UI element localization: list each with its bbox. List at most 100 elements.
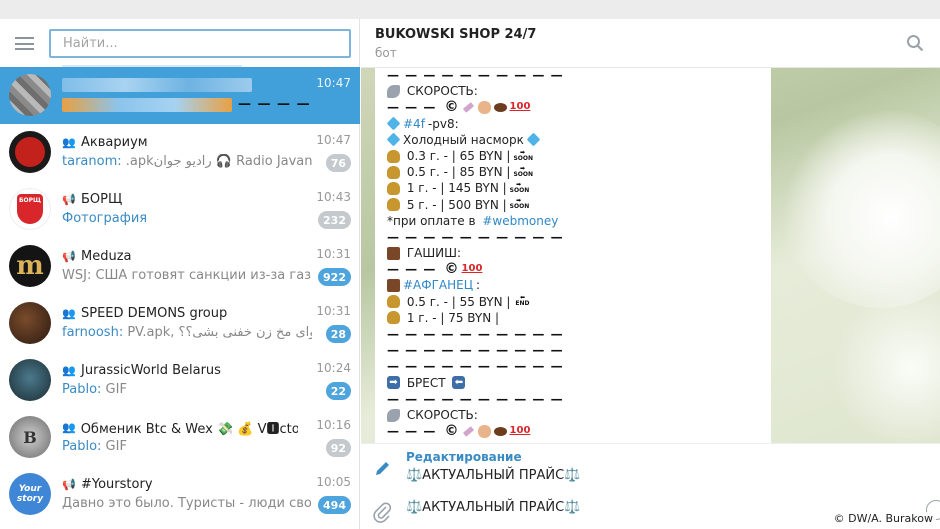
conversation-subtitle: бот <box>375 46 397 60</box>
unread-badge: 92 <box>325 439 351 457</box>
money-bag-icon <box>387 181 400 195</box>
message-line: — — — ©100 <box>387 261 767 277</box>
chat-time: 10:47 <box>316 76 351 90</box>
message-line: #АФГАНЕЦ: <box>387 277 767 293</box>
search-input[interactable] <box>49 29 351 58</box>
chat-preview: farnoosh: PV.apk, میخوای مخ زن خفنی بشی؟… <box>62 325 312 340</box>
group-icon: 👥 <box>62 420 76 434</box>
message-bubble[interactable]: — — — — — — — — — — СКОРОСТЬ:— — — ©100#… <box>375 68 771 443</box>
preview-text: PV.apk, میخوای مخ زن خفنی بشی؟؟ <box>127 325 312 340</box>
paperclip-icon[interactable] <box>372 501 392 523</box>
message-line: — — — — — — — — — — <box>387 326 767 342</box>
chat-time: 10:24 <box>316 361 351 375</box>
chat-title: 👥JurassicWorld Belarus <box>62 361 298 379</box>
chat-title: 📢БОРЩ <box>62 190 298 208</box>
gem-icon <box>386 132 401 147</box>
preview-sender: Фотография <box>62 211 148 226</box>
chat-title: 👥 SPEED DEMONS group <box>62 304 298 322</box>
edit-preview-text: ⚖️АКТУАЛЬНЫЙ ПРАЙС⚖️ <box>406 468 581 483</box>
photo-credit: © DW/A. Burakow <box>830 512 936 525</box>
separator-dashes: — — — — — — — — — — <box>387 359 564 374</box>
arrow-left-icon: ⬅ <box>452 376 466 390</box>
separator-dashes: — — — — — — — — — — <box>387 343 564 358</box>
message-line: 0.5 г. - | 85 BYN |➡ SOON <box>387 164 767 180</box>
end-arrow-icon: ⬅ END <box>515 294 530 308</box>
hamburger-menu-icon[interactable] <box>15 37 34 50</box>
message-text: — — — — — — — — — — СКОРОСТЬ:— — — ©100#… <box>386 68 767 439</box>
preview-sender: Pablo: <box>62 439 102 454</box>
message-line: — — — — — — — — — — <box>387 342 767 358</box>
blurred-title <box>62 78 252 92</box>
chat-preview: Pablo: GIF <box>62 439 312 454</box>
message-input[interactable]: ⚖️АКТУАЛЬНЫЙ ПРАЙС⚖️ <box>406 500 581 515</box>
soon-arrow-icon: ➡ SOON <box>509 197 530 211</box>
chat-title-text: SPEED DEMONS group <box>81 305 228 321</box>
message-line: СКОРОСТЬ: <box>387 407 767 423</box>
bean-icon <box>493 102 507 113</box>
hashtag-link[interactable]: #webmoney <box>482 213 559 228</box>
chat-time: 10:16 <box>316 418 351 432</box>
line-text: 1 г. - | 75 BYN | <box>403 310 500 325</box>
copyright-icon: © <box>444 99 459 116</box>
message-line: 1 г. - | 75 BYN | <box>387 310 767 326</box>
line-text: : <box>476 278 481 293</box>
avatar: Your story <box>9 473 51 515</box>
hashtag-link[interactable]: #АФГАНЕЦ <box>403 278 474 293</box>
chat-list-item[interactable]: B👥Обменик Btc & Wex 💸 💰 V🅸ctor🅸a...10:16… <box>0 409 360 466</box>
unread-badge: 76 <box>325 154 351 172</box>
message-line: Холодный насморк <box>386 132 767 148</box>
chat-time: 10:43 <box>316 190 351 204</box>
preview-text: WSJ: США готовят санкции из-за газопров.… <box>62 268 312 283</box>
chat-preview: Pablo: GIF <box>62 382 312 397</box>
line-text: 1 г. - | 145 BYN | <box>403 181 507 196</box>
avatar: m <box>9 245 51 287</box>
preview-sender: Pablo: <box>62 382 102 397</box>
rocket-icon <box>387 84 400 98</box>
gem-icon <box>526 132 541 147</box>
message-line: — — — — — — — — — — <box>387 229 767 245</box>
line-text: СКОРОСТЬ: <box>403 84 478 99</box>
channel-megaphone-icon: 📢 <box>62 477 76 491</box>
preview-text: GIF <box>101 382 127 397</box>
preview-dashes: — — — — — — — <box>238 97 312 112</box>
money-bag-icon <box>387 198 400 212</box>
chat-title-text: Аквариум <box>81 134 148 150</box>
pencil-icon[interactable] <box>373 458 393 478</box>
soon-arrow-icon: ➡ SOON <box>513 148 534 162</box>
unread-badge: 494 <box>318 496 351 514</box>
hashtag-link[interactable]: #4f <box>403 116 425 131</box>
chat-time: 10:47 <box>316 133 351 147</box>
channel-megaphone-icon: 📢 <box>62 192 76 206</box>
bean-icon <box>493 426 507 436</box>
gem-icon <box>386 116 401 131</box>
line-text: ГАШИШ: <box>403 246 462 261</box>
chat-title-text: #Yourstory <box>81 476 153 492</box>
money-bag-icon <box>387 149 400 163</box>
chat-preview: Фотография <box>62 211 312 226</box>
line-text: БРЕСТ <box>403 375 450 390</box>
unread-badge: 28 <box>325 325 351 343</box>
chat-title: 👥Обменик Btc & Wex 💸 💰 V🅸ctor🅸a... <box>62 418 298 437</box>
preview-sender: taranom: <box>62 154 122 169</box>
chat-title: 👥Аквариум <box>62 133 298 151</box>
search-icon[interactable] <box>906 34 924 52</box>
conversation-title[interactable]: BUKOWSKI SHOP 24/7 <box>375 27 537 42</box>
blurred-preview <box>62 97 232 112</box>
chat-list-item[interactable]: 10:47 — — — — — — — <box>0 67 360 124</box>
message-line: — — — — — — — — — — <box>387 68 767 83</box>
hundred-points-icon: 100 <box>509 101 531 113</box>
message-line: — — — ©100 <box>387 99 767 115</box>
syringe-icon <box>462 102 474 113</box>
group-icon: 👥 <box>62 306 76 320</box>
arrow-right-icon: ➡ <box>387 376 400 390</box>
money-bag-icon <box>387 295 400 309</box>
chat-time: 10:05 <box>316 475 351 489</box>
line-text: -pv8: <box>427 116 459 131</box>
soon-arrow-icon: ➡ SOON <box>509 180 530 194</box>
